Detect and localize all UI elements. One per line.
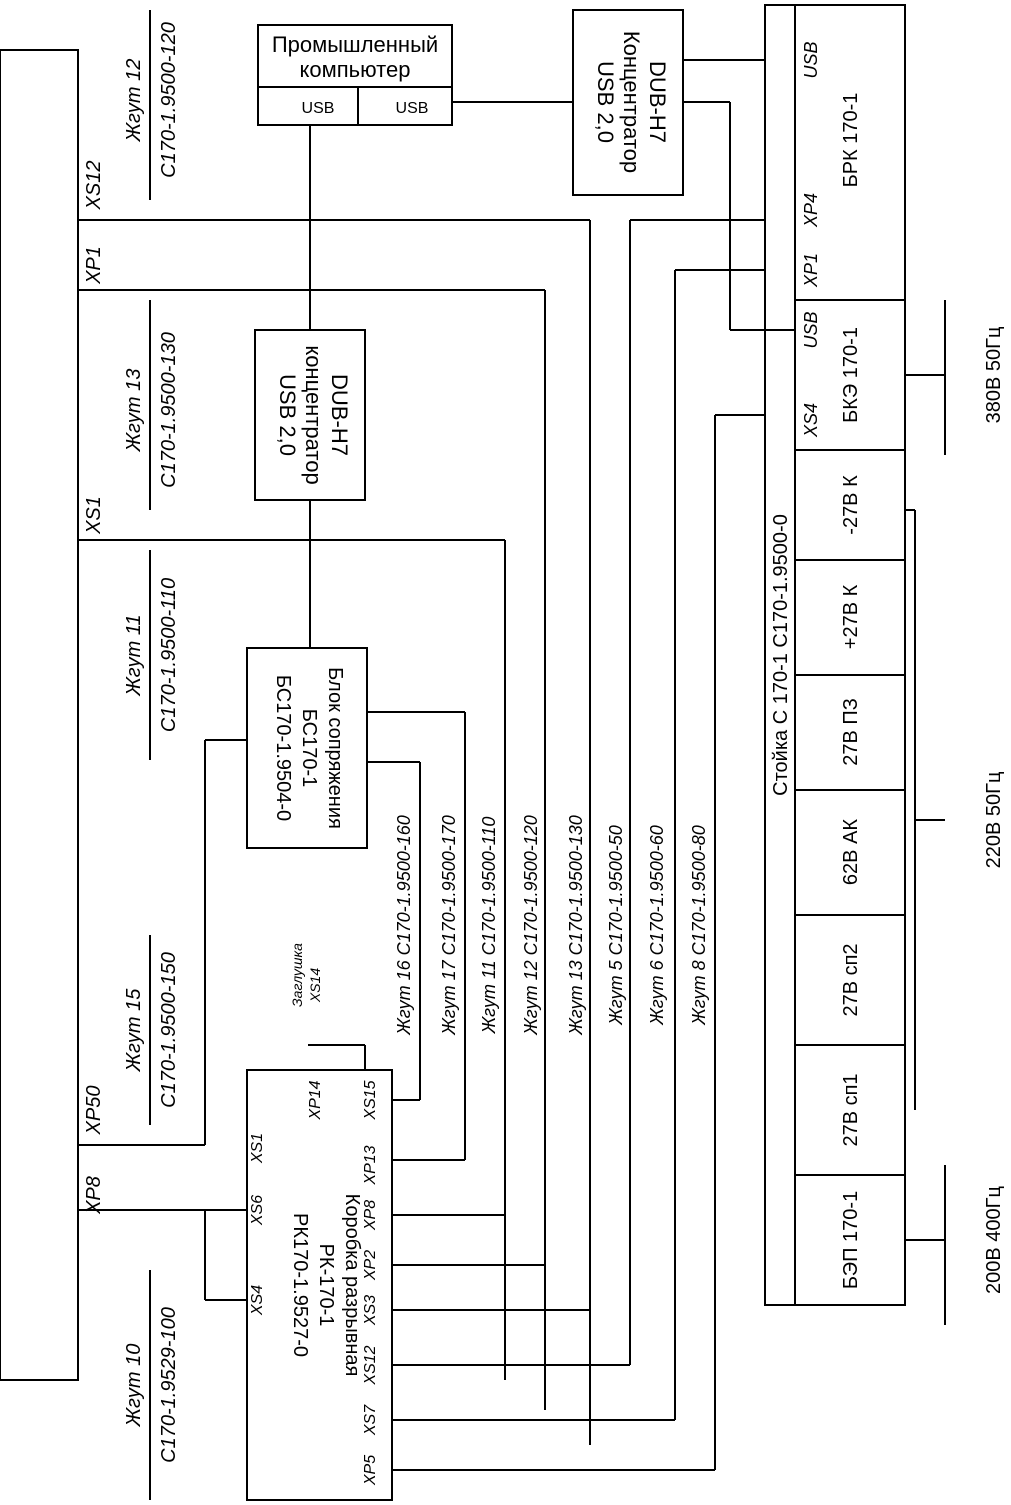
stand-connector-xs4: XS4	[801, 403, 821, 438]
svg-text:XP8: XP8	[362, 1200, 379, 1231]
svg-text:XP5: XP5	[362, 1455, 379, 1486]
harness-10-code: С170-1.9529-100	[158, 1307, 180, 1463]
conn-xs1: XS1	[83, 496, 105, 535]
harness-12-name: Жгут 12	[123, 59, 145, 143]
svg-text:XP13: XP13	[362, 1145, 379, 1185]
usb-hub-top: DUB-H7 Концентратор USB 2,0	[572, 9, 684, 196]
industrial-computer: Промышленный компьютер USB USB	[257, 24, 453, 126]
svg-text:XP2: XP2	[362, 1250, 379, 1281]
usb-hub-middle: DUB-H7 концентратор USB 2,0	[254, 329, 366, 501]
svg-text:DUB-H7: DUB-H7	[327, 374, 352, 456]
svg-text:XS3: XS3	[362, 1295, 379, 1326]
harness-11-code: С170-1.9500-110	[158, 578, 180, 732]
svg-text:Заглушка: Заглушка	[289, 943, 305, 1007]
harness-15-code: С170-1.9500-150	[158, 952, 180, 1108]
svg-text:Коробка разрывная: Коробка разрывная	[341, 1194, 363, 1377]
cable-label-group: Жгут 16 С170-1.9500-160 Жгут 17 С170-1.9…	[394, 815, 709, 1036]
power-220-label: 220В 50Гц	[983, 772, 1005, 869]
cable-label-12: Жгут 12 С170-1.9500-120	[521, 815, 541, 1036]
stand-connector-usb-bke: USB	[801, 311, 821, 348]
svg-text:БС170-1.9504-0: БС170-1.9504-0	[272, 675, 294, 821]
computer-usb-right: USB	[396, 100, 429, 117]
svg-text:РК170-1.9527-0: РК170-1.9527-0	[289, 1213, 311, 1357]
harness-11-name: Жгут 11	[123, 614, 145, 696]
computer-usb-left: USB	[302, 100, 335, 117]
cable-runs	[308, 219, 765, 1471]
harness-13-name: Жгут 13	[123, 369, 145, 453]
svg-text:БС170-1: БС170-1	[298, 709, 320, 788]
stand-cell-minus27v: -27В К	[840, 475, 862, 535]
power-200-label: 200В 400Гц	[983, 1186, 1005, 1294]
stand-cell-brk: БРК 170-1	[840, 93, 862, 188]
cable-label-17: Жгут 17 С170-1.9500-170	[439, 815, 459, 1036]
harness-10-name: Жгут 10	[123, 1344, 145, 1428]
stand-cell-plus27v: +27В К	[840, 584, 862, 649]
svg-text:XS14: XS14	[307, 968, 323, 1003]
svg-text:XS12: XS12	[362, 1345, 379, 1385]
harness-12-code: С170-1.9500-120	[158, 22, 180, 178]
left-connectors: XS12 XP1 XS1 XP50 XP8	[83, 161, 105, 1215]
stand-cell-62v-ak: 62В АК	[840, 819, 862, 885]
svg-text:Концентратор: Концентратор	[619, 31, 644, 173]
svg-text:USB 2,0: USB 2,0	[275, 374, 300, 456]
svg-text:XS4: XS4	[249, 1285, 266, 1316]
svg-text:XS15: XS15	[362, 1080, 379, 1120]
cable-label-6: Жгут 6 С170-1.9500-60	[647, 825, 667, 1026]
svg-text:XS1: XS1	[249, 1133, 266, 1164]
box-connectors: XS1 XS6 XS4 XP14 XS15 XP13 XP8 XP2 XS3 X…	[249, 1080, 379, 1486]
stand-rack	[764, 4, 906, 1306]
computer-title-2: компьютер	[300, 57, 411, 82]
stand-title: Стойка С 170-1 С170-1.9500-0	[770, 514, 792, 796]
svg-text:XP14: XP14	[307, 1080, 324, 1120]
svg-text:USB 2,0: USB 2,0	[593, 61, 618, 143]
cable-label-13: Жгут 13 С170-1.9500-130	[566, 815, 586, 1036]
breakout-box: Коробка разрывная РК-170-1 РК170-1.9527-…	[246, 1069, 393, 1501]
stand-dividers	[795, 559, 905, 1176]
plug-xs14: Заглушка XS14	[289, 943, 323, 1007]
conn-xs12: XS12	[83, 161, 105, 211]
stand-cell-27v-sp1: 27В сп1	[840, 1073, 862, 1146]
usb-links	[309, 59, 795, 648]
svg-text:РК-170-1: РК-170-1	[315, 1244, 337, 1327]
cable-label-5: Жгут 5 С170-1.9500-50	[606, 825, 626, 1026]
power-labels: 380В 50Гц 220В 50Гц 200В 400Гц	[983, 327, 1005, 1294]
cable-label-16: Жгут 16 С170-1.9500-160	[394, 815, 414, 1036]
stand-connector-usb-brk: USB	[801, 41, 821, 78]
stand-cell-bke: БКЭ 170-1	[840, 327, 862, 423]
stand-connector-xp4: XP4	[801, 193, 821, 228]
stand-connector-xp1: XP1	[801, 253, 821, 288]
svg-text:концентратор: концентратор	[301, 345, 326, 484]
conn-xp50: XP50	[83, 1086, 105, 1136]
svg-text:Блок сопряжения: Блок сопряжения	[324, 667, 346, 829]
cable-label-8: Жгут 8 С170-1.9500-80	[689, 825, 709, 1026]
harness-13-code: С170-1.9500-130	[158, 332, 180, 488]
stand-cell-27v-sp2: 27В сп2	[840, 943, 862, 1016]
computer-title-1: Промышленный	[272, 32, 438, 57]
stand-cells: БЭП 170-1 27В сп1 27В сп2 62В АК 27В ПЗ …	[801, 41, 862, 1289]
conn-xp8: XP8	[83, 1176, 105, 1215]
power-connections	[905, 300, 946, 1325]
interface-block: Блок сопряжения БС170-1 БС170-1.9504-0	[246, 647, 368, 849]
external-unit-outline	[0, 49, 79, 1381]
stand-cell-bep: БЭП 170-1	[840, 1191, 862, 1289]
svg-text:DUB-H7: DUB-H7	[645, 61, 670, 143]
svg-text:XS7: XS7	[362, 1404, 379, 1436]
conn-xp1: XP1	[83, 246, 105, 285]
harness-label-group: Жгут 12 С170-1.9500-120 Жгут 13 С170-1.9…	[123, 10, 180, 1500]
svg-text:XS6: XS6	[249, 1195, 266, 1226]
power-380-label: 380В 50Гц	[983, 327, 1005, 424]
harness-lines	[78, 219, 591, 1445]
harness-15-name: Жгут 15	[123, 988, 145, 1073]
cable-label-11: Жгут 11 С170-1.9500-110	[479, 817, 499, 1035]
stand-cell-27v-pz: 27В ПЗ	[840, 698, 862, 766]
